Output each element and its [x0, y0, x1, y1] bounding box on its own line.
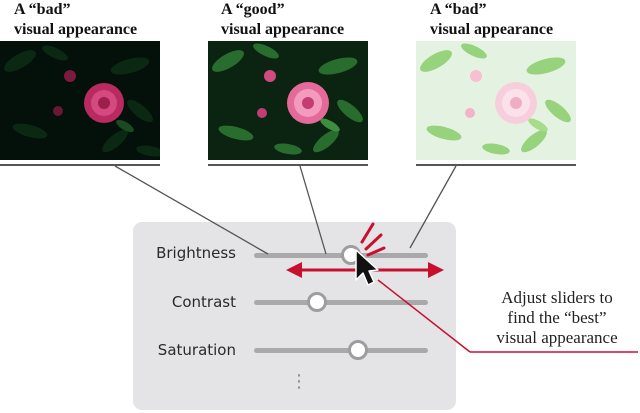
- saturation-track[interactable]: [254, 348, 428, 353]
- brightness-track[interactable]: [254, 253, 428, 258]
- photo-underline-left: [0, 164, 160, 166]
- caption-bad-dark-line2: visual appearance: [14, 21, 138, 38]
- photo-too-bright: [416, 41, 576, 160]
- note-line3: visual appearance: [496, 328, 618, 347]
- note-line2: find the “best”: [507, 308, 607, 327]
- caption-bad-bright: A “bad” visual appearance: [430, 0, 553, 40]
- instruction-note: Adjust sliders to find the “best” visual…: [479, 288, 635, 348]
- caption-bad-dark-line1: A “bad”: [14, 1, 71, 18]
- contrast-label: Contrast: [171, 293, 236, 311]
- connector-line-dark: [114, 165, 269, 255]
- caption-bad-dark: A “bad” visual appearance: [14, 0, 137, 40]
- motion-marks-icon: [360, 222, 386, 257]
- photo-too-dark: [0, 41, 160, 160]
- photo-balanced: [208, 41, 368, 160]
- cursor-pointer-icon: [355, 249, 379, 286]
- photo-underline-right: [416, 164, 576, 166]
- caption-bad-bright-line2: visual appearance: [430, 21, 554, 38]
- contrast-knob[interactable]: [306, 292, 327, 312]
- connector-line-good: [299, 165, 327, 255]
- caption-bad-bright-line1: A “bad”: [430, 1, 487, 18]
- connector-line-bright: [409, 165, 457, 249]
- saturation-knob[interactable]: [348, 340, 369, 360]
- photo-underline-middle: [208, 164, 368, 166]
- contrast-track[interactable]: [254, 300, 428, 305]
- brightness-label: Brightness: [156, 244, 236, 262]
- note-line1: Adjust sliders to: [501, 288, 613, 307]
- saturation-label: Saturation: [157, 341, 236, 359]
- caption-good: A “good” visual appearance: [221, 0, 344, 40]
- caption-good-line2: visual appearance: [221, 21, 345, 38]
- caption-good-line1: A “good”: [221, 1, 285, 18]
- note-pointer-line: [377, 279, 471, 353]
